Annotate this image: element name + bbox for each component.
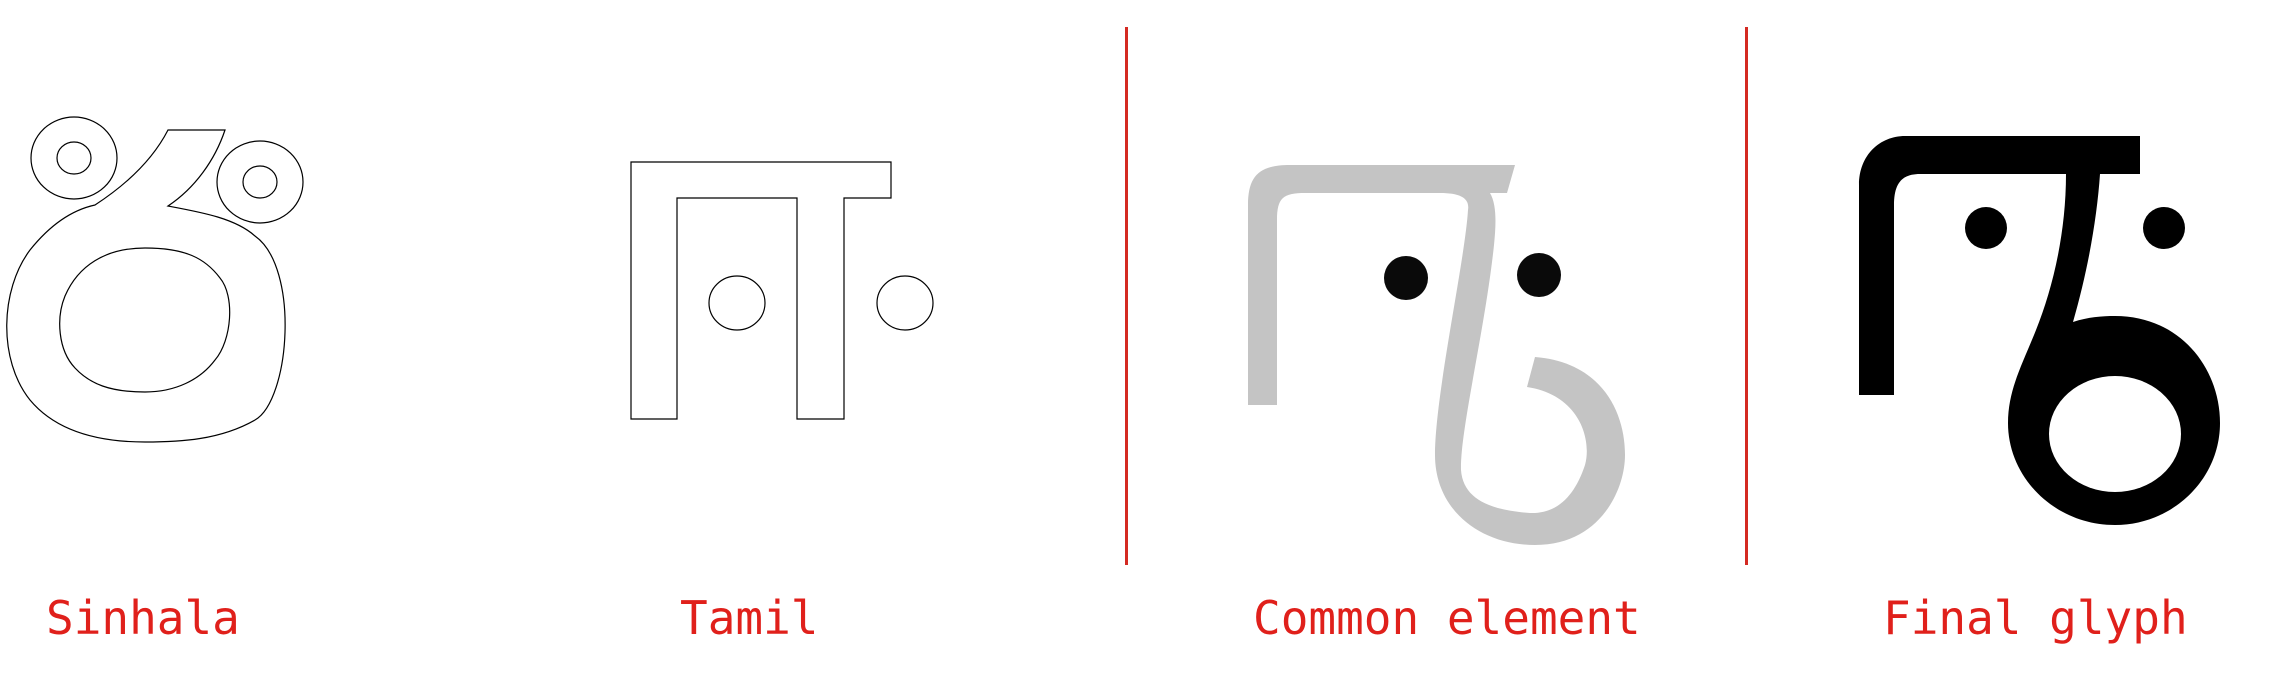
sinhala-counter bbox=[59, 247, 231, 393]
caption-tamil: Tamil bbox=[680, 591, 819, 645]
sinhala-hook bbox=[6, 129, 286, 443]
final-dot-left bbox=[1965, 207, 2007, 249]
tamil-dot-left bbox=[708, 275, 766, 331]
caption-common-element: Common element bbox=[1253, 591, 1641, 645]
tamil-dot-right bbox=[876, 275, 934, 331]
common-dot-left bbox=[1384, 256, 1428, 300]
divider-left bbox=[1125, 27, 1128, 565]
common-frame-stroke bbox=[1248, 165, 1625, 545]
caption-final-glyph: Final glyph bbox=[1883, 591, 2188, 645]
caption-sinhala: Sinhala bbox=[46, 591, 240, 645]
sinhala-left-ring-outer bbox=[30, 116, 118, 200]
common-dot-right bbox=[1517, 253, 1561, 297]
sinhala-right-ring-outer bbox=[216, 140, 304, 224]
final-dot-right bbox=[2143, 207, 2185, 249]
tamil-frame bbox=[630, 161, 892, 420]
sinhala-right-ring-inner bbox=[242, 165, 278, 199]
final-counter bbox=[2049, 376, 2181, 492]
sinhala-left-ring-inner bbox=[56, 141, 92, 175]
divider-right bbox=[1745, 27, 1748, 565]
